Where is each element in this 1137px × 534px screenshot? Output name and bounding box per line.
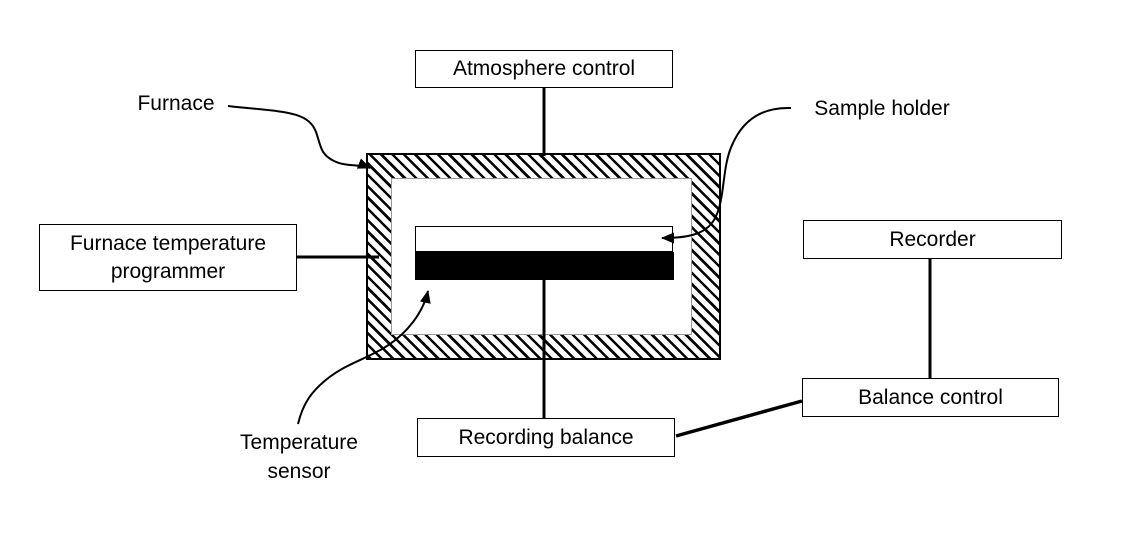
pointer-furnace-curve (227, 105, 371, 169)
box-atmosphere-control: Atmosphere control (415, 50, 673, 88)
connector-recording-balance-to-balance-control (675, 399, 803, 438)
label-temperature-sensor: Temperature sensor (240, 431, 358, 483)
sample-bar (415, 252, 674, 280)
box-recorder: Recorder (803, 220, 1062, 259)
box-furnace-temperature-programmer: Furnace temperature programmer (39, 224, 297, 291)
box-recording-balance: Recording balance (417, 418, 675, 457)
box-balance-control: Balance control (802, 378, 1059, 417)
label-furnace: Furnace (137, 92, 215, 115)
sample-holder-tray (415, 226, 673, 252)
label-sample-holder: Sample holder (814, 97, 950, 120)
